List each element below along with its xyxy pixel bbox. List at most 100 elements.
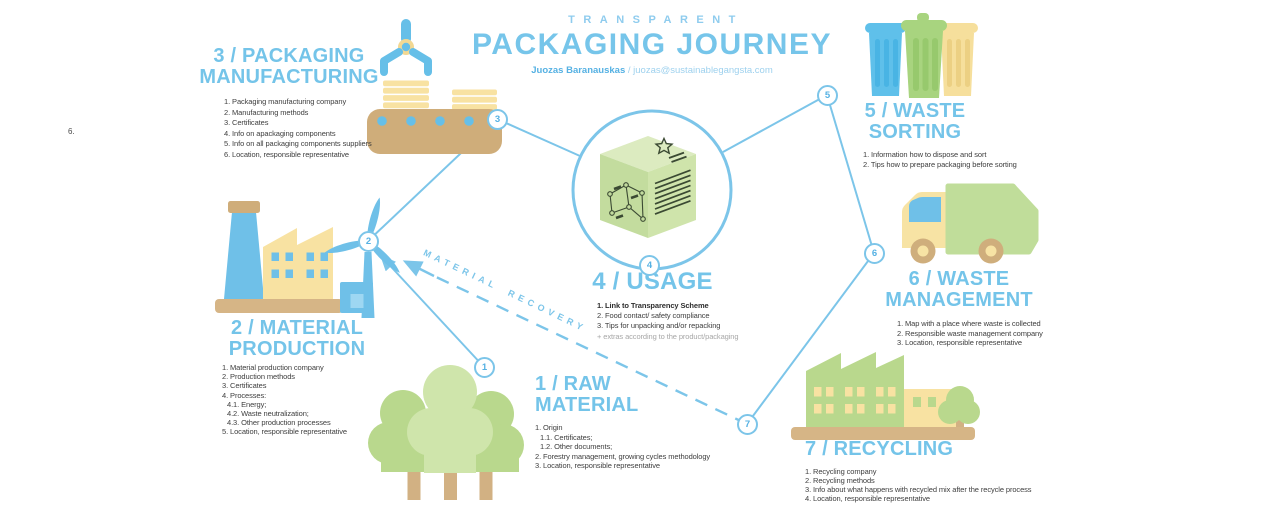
- list-item: 4. Info on apackaging components: [224, 128, 336, 138]
- list-item: 3. Location, responsible representative: [897, 338, 1022, 348]
- tree-trunks: [407, 471, 493, 500]
- author-name: Juozas Baranauskas: [531, 65, 626, 76]
- line-ring-to-5: [722, 94, 828, 153]
- list-item: 3. Location, responsible representative: [535, 461, 660, 471]
- claw-finger-left: [380, 48, 403, 76]
- list-item: 2. Responsible waste management company: [897, 328, 1043, 338]
- stage-7-title: 7 / RECYCLING: [805, 439, 1035, 460]
- box-text-lines: [654, 169, 691, 215]
- blue-bin: [865, 23, 906, 96]
- line-3-to-ring: [496, 118, 581, 157]
- list-item: 2. Tips how to prepare packaging before …: [863, 159, 1017, 169]
- list-subitem: 4.2. Waste neutralization;: [227, 409, 309, 419]
- stage-7-title-line1: 7 / RECYCLING: [805, 438, 954, 460]
- garbage-truck-illustration: [902, 183, 1039, 264]
- stage-5-title-line1: 5 / WASTE: [864, 100, 966, 122]
- stage-5-list: 1. Information how to dispose and sort 2…: [845, 150, 1017, 169]
- stage-material-production: 2 / MATERIAL PRODUCTION 1. Material prod…: [207, 318, 387, 437]
- header-kicker: TRANSPARENT: [568, 14, 744, 26]
- flow-node-4: 4: [639, 255, 660, 276]
- flow-node-5: 5: [817, 85, 838, 106]
- factory-base: [215, 299, 343, 313]
- stage-raw-material: 1 / RAW MATERIAL 1. Origin 1.1. Certific…: [535, 374, 775, 471]
- stage-3-title-line1: 3 / PACKAGING: [213, 45, 365, 67]
- header: TRANSPARENT PACKAGING JOURNEY Juozas Bar…: [402, 14, 902, 76]
- list-subitem: 4.1. Energy;: [227, 399, 267, 409]
- flow-node-6: 6: [864, 243, 885, 264]
- stage-6-title-line2: MANAGEMENT: [885, 289, 1033, 311]
- cooling-tower: [224, 212, 264, 299]
- stage-1-title: 1 / RAW MATERIAL: [535, 374, 775, 416]
- stage-5-title: 5 / WASTE SORTING: [845, 101, 985, 143]
- packaging-machine-illustration: [367, 19, 502, 154]
- stage-packaging-manufacturing: 3 / PACKAGING MANUFACTURING 1. Packaging…: [193, 46, 385, 160]
- flow-node-3: 3: [487, 109, 508, 130]
- raw-material-trees-illustration: [368, 365, 524, 500]
- recycling-plant-illustration: [791, 352, 980, 440]
- line-5-to-6: [826, 94, 875, 254]
- list-item-bold: 1. Link to Transparency Scheme: [597, 301, 709, 310]
- recycling-windows: [814, 387, 896, 414]
- list-item: 1. Map with a place where waste is colle…: [897, 319, 1041, 328]
- line-1-to-2-arrow: [379, 254, 485, 368]
- plant-base: [791, 427, 975, 440]
- line-6-to-7: [746, 252, 875, 425]
- list-item: 2. Forestry management, growing cycles m…: [535, 451, 711, 461]
- claw-finger-right: [409, 48, 432, 76]
- star-icon: [654, 136, 674, 155]
- stage-recycling: 7 / RECYCLING 1. Recycling company 2. Re…: [805, 439, 1035, 504]
- list-item: 2. Manufacturing methods: [224, 107, 309, 117]
- truck-wheels: [910, 238, 1004, 264]
- stage-waste-sorting: 5 / WASTE SORTING 1. Information how to …: [845, 101, 1017, 169]
- list-item: 5. Info on all packaging components supp…: [224, 139, 372, 148]
- list-subitem: 1.2. Other documents;: [540, 442, 613, 452]
- dashed-line-7-to-2: [433, 274, 748, 426]
- stage-7-list: 1. Recycling company 2. Recycling method…: [805, 467, 1035, 504]
- box-right-face: [648, 154, 696, 238]
- stage-5-title-line2: SORTING: [868, 121, 962, 143]
- box-network-diagram: [607, 182, 646, 222]
- conveyor-body: [367, 109, 502, 154]
- stage-2-title: 2 / MATERIAL PRODUCTION: [207, 318, 387, 360]
- waste-bins-illustration: [865, 13, 978, 98]
- list-item: 5. Location, responsible representative: [222, 427, 347, 437]
- connector-lines: [367, 94, 875, 425]
- list-item: 3. Tips for unpacking and/or repacking: [597, 321, 721, 331]
- truck-window: [909, 197, 941, 222]
- plant-tree: [938, 386, 980, 424]
- factory-windows: [271, 252, 328, 278]
- list-item: 4. Processes:: [222, 390, 267, 400]
- usage-ring-and-package: [571, 109, 733, 271]
- stage-usage: 4 / USAGE 1. Link to Transparency Scheme…: [560, 269, 745, 342]
- list-subitem: 1.1. Certificates;: [540, 432, 593, 442]
- list-item: 2. Recycling methods: [805, 475, 875, 485]
- small-building-window: [350, 294, 364, 308]
- factory-building: [263, 227, 333, 299]
- list-subitem: 4.3. Other production processes: [227, 418, 331, 428]
- stage-6-list: 1. Map with a place where waste is colle…: [885, 319, 1043, 348]
- flow-node-1: 1: [474, 357, 495, 378]
- tower-cap: [228, 201, 260, 213]
- stage-6-title: 6 / WASTE MANAGEMENT: [885, 269, 1033, 311]
- list-item: 3. Certificates: [224, 118, 269, 127]
- green-bin: [901, 13, 947, 98]
- dashed-arrow-head: [402, 260, 435, 278]
- list-item-extra: + extras according to the product/packag…: [597, 331, 739, 341]
- page-title: PACKAGING JOURNEY: [472, 28, 832, 61]
- sheet-stacks: [383, 80, 497, 110]
- yellow-bin: [937, 23, 978, 96]
- author-contact: / juozas@sustainablegangsta.com: [625, 65, 773, 76]
- list-item: 6. Location, responsible representative: [224, 149, 349, 159]
- flow-node-2: 2: [358, 231, 379, 252]
- list-item: 2. Production methods: [222, 372, 295, 382]
- list-item: 1. Packaging manufacturing company: [224, 97, 347, 106]
- stage-2-title-line2: PRODUCTION: [228, 338, 366, 360]
- byline: Juozas Baranauskas / juozas@sustainableg…: [402, 65, 902, 76]
- material-production-factory-illustration: [215, 197, 400, 318]
- stage-2-title-line1: 2 / MATERIAL: [230, 317, 364, 339]
- box-top-marks: [668, 151, 687, 163]
- conveyor-rollers: [377, 116, 474, 126]
- list-item: 3. Info about what happens with recycled…: [805, 484, 1032, 494]
- truck-cargo: [945, 183, 1039, 255]
